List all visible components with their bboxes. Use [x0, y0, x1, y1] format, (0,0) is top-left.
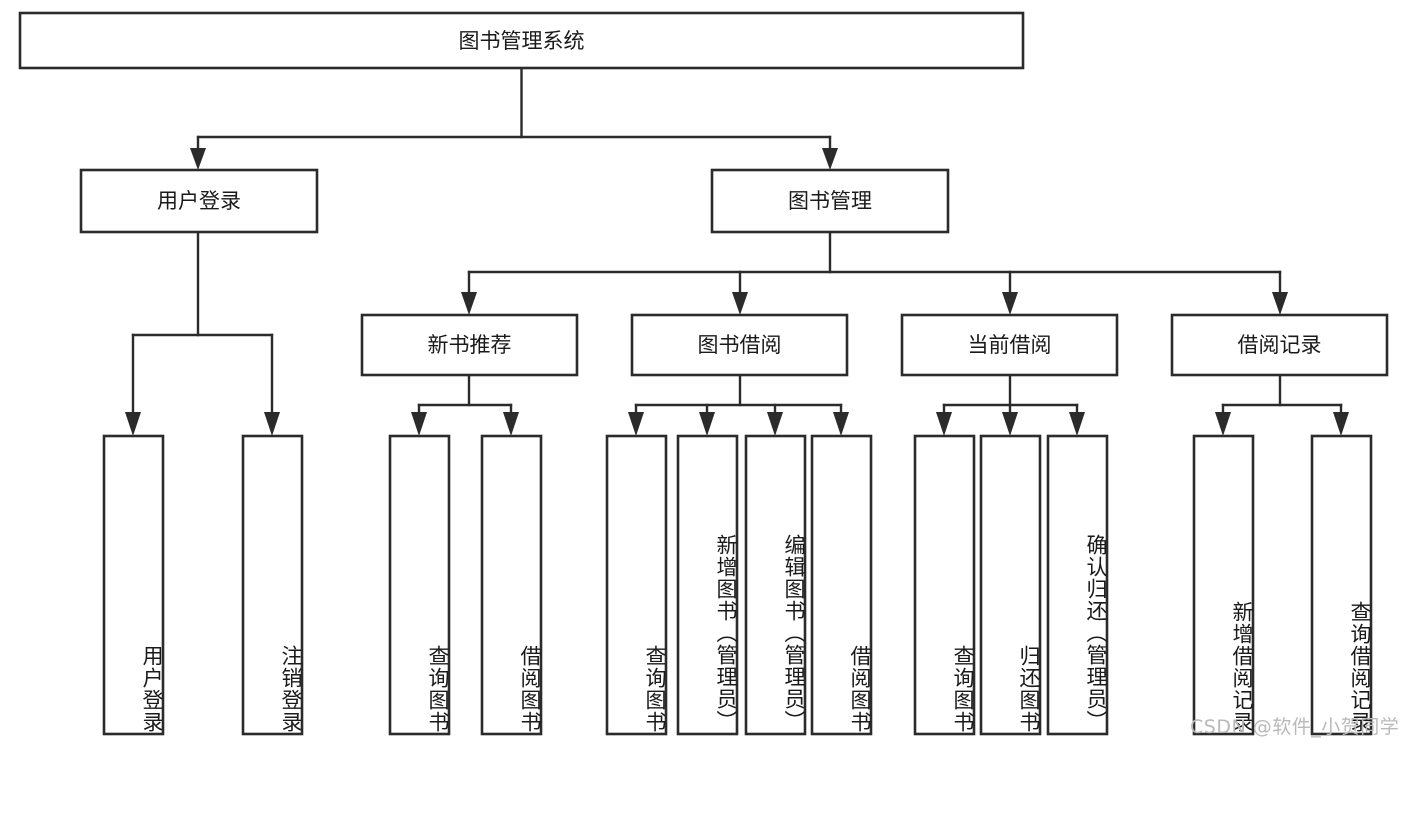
- node-leaf-add-record[interactable]: [1192, 434, 1255, 736]
- node-leaf-user-login[interactable]: [102, 434, 165, 736]
- node-root-label: 图书管理系统: [459, 29, 585, 53]
- arrow-bb-leaf-1: [628, 412, 644, 436]
- node-leaf-query-book-1[interactable]: [388, 434, 451, 736]
- node-new-book-recommend-label: 新书推荐: [428, 333, 512, 357]
- arrow-bm-to-book-borrow: [732, 292, 748, 315]
- arrow-nbr-leaf-1: [411, 412, 427, 436]
- arrow-bb-leaf-3: [767, 412, 783, 436]
- node-leaf-borrow-book-2[interactable]: [810, 434, 873, 736]
- arrow-br-leaf-1: [1215, 412, 1231, 436]
- node-current-borrow-label: 当前借阅: [968, 333, 1052, 357]
- node-leaf-return-book[interactable]: [979, 434, 1042, 736]
- node-book-management-label: 图书管理: [788, 189, 872, 213]
- node-new-book-recommend[interactable]: [360, 313, 579, 377]
- node-borrow-record[interactable]: [1170, 313, 1389, 377]
- node-current-borrow[interactable]: [900, 313, 1119, 377]
- connector-layer: [125, 66, 1349, 436]
- node-book-borrow[interactable]: [630, 313, 849, 377]
- arrow-bm-to-current-borrow: [1002, 292, 1018, 315]
- node-leaf-logout-login[interactable]: [241, 434, 304, 736]
- node-user-login-label: 用户登录: [157, 189, 241, 213]
- arrow-bb-leaf-2: [699, 412, 715, 436]
- node-user-login[interactable]: [79, 168, 319, 234]
- arrow-br-leaf-2: [1333, 412, 1349, 436]
- node-leaf-edit-book[interactable]: [744, 434, 807, 736]
- node-leaf-query-record[interactable]: [1310, 434, 1373, 736]
- arrow-root-to-book-management: [822, 148, 838, 170]
- arrow-nbr-leaf-2: [503, 412, 519, 436]
- node-leaf-query-book-2[interactable]: [605, 434, 668, 736]
- node-borrow-record-label: 借阅记录: [1238, 333, 1322, 357]
- node-layer: 图书管理系统 用户登录 图书管理 新书推荐 图书借阅 当前借阅 借阅记录: [18, 11, 1389, 736]
- arrow-bb-leaf-4: [833, 412, 849, 436]
- arrow-root-to-user-login: [190, 148, 206, 170]
- node-root[interactable]: [18, 11, 1025, 70]
- node-leaf-borrow-book-1[interactable]: [480, 434, 543, 736]
- node-book-management[interactable]: [710, 168, 950, 234]
- arrow-cb-leaf-3: [1069, 412, 1085, 436]
- arrow-cb-leaf-2: [1002, 412, 1018, 436]
- arrow-user-login-leaf-1: [125, 412, 141, 436]
- node-leaf-add-book[interactable]: [676, 434, 739, 736]
- arrow-user-login-leaf-2: [264, 412, 280, 436]
- flowchart-canvas: 图书管理系统 用户登录 图书管理 新书推荐 图书借阅 当前借阅 借阅记录: [18, 11, 1400, 738]
- node-leaf-query-book-3[interactable]: [913, 434, 976, 736]
- node-leaf-confirm-return[interactable]: [1046, 434, 1109, 736]
- watermark-text: CSDN @软件_小贺同学: [1190, 716, 1400, 738]
- arrow-bm-to-new-book-recommend: [461, 292, 477, 315]
- flowchart-svg: 图书管理系统 用户登录 图书管理 新书推荐 图书借阅 当前借阅 借阅记录: [18, 11, 1389, 736]
- arrow-cb-leaf-1: [936, 412, 952, 436]
- arrow-bm-to-borrow-record: [1272, 292, 1288, 315]
- node-book-borrow-label: 图书借阅: [698, 333, 782, 357]
